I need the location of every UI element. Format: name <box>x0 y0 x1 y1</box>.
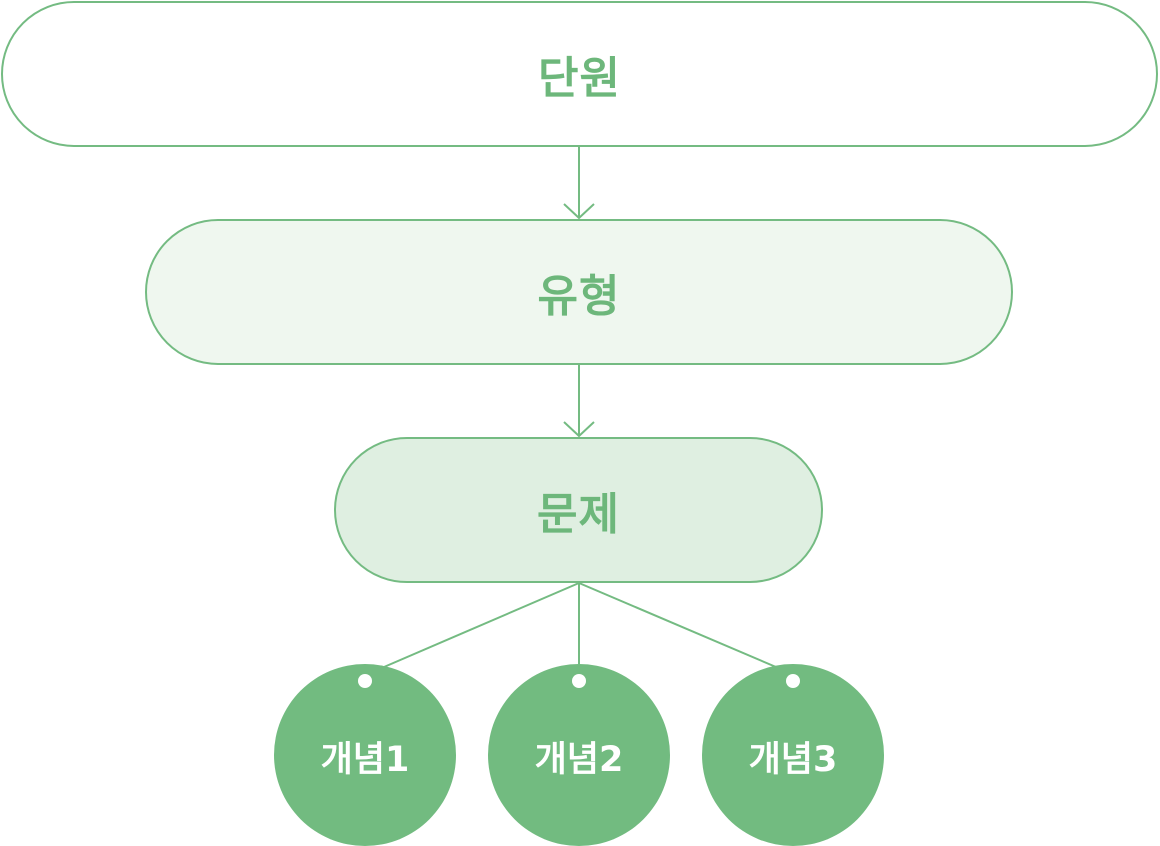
connector-dot <box>358 674 372 688</box>
concept-label-3: 개념3 <box>748 739 838 780</box>
concept-node-2: 개념2 <box>488 664 670 846</box>
type-node: 유형 <box>145 219 1013 365</box>
concept-node-3: 개념3 <box>702 664 884 846</box>
unit-label: 단원 <box>538 53 621 104</box>
concept-label-2: 개념2 <box>534 739 624 780</box>
connector-dot <box>572 674 586 688</box>
concept-node-1: 개념1 <box>274 664 456 846</box>
concept-label-1: 개념1 <box>320 739 410 780</box>
arrowhead-unit-to-type <box>563 203 595 220</box>
type-label: 유형 <box>537 271 621 322</box>
unit-node: 단원 <box>1 1 1158 147</box>
problem-label: 문제 <box>537 489 620 540</box>
connector-dot <box>786 674 800 688</box>
problem-node: 문제 <box>334 437 823 583</box>
branch-line-concept-3 <box>578 582 777 668</box>
arrowhead-type-to-problem <box>563 421 595 438</box>
branch-line-concept-1 <box>383 582 580 668</box>
